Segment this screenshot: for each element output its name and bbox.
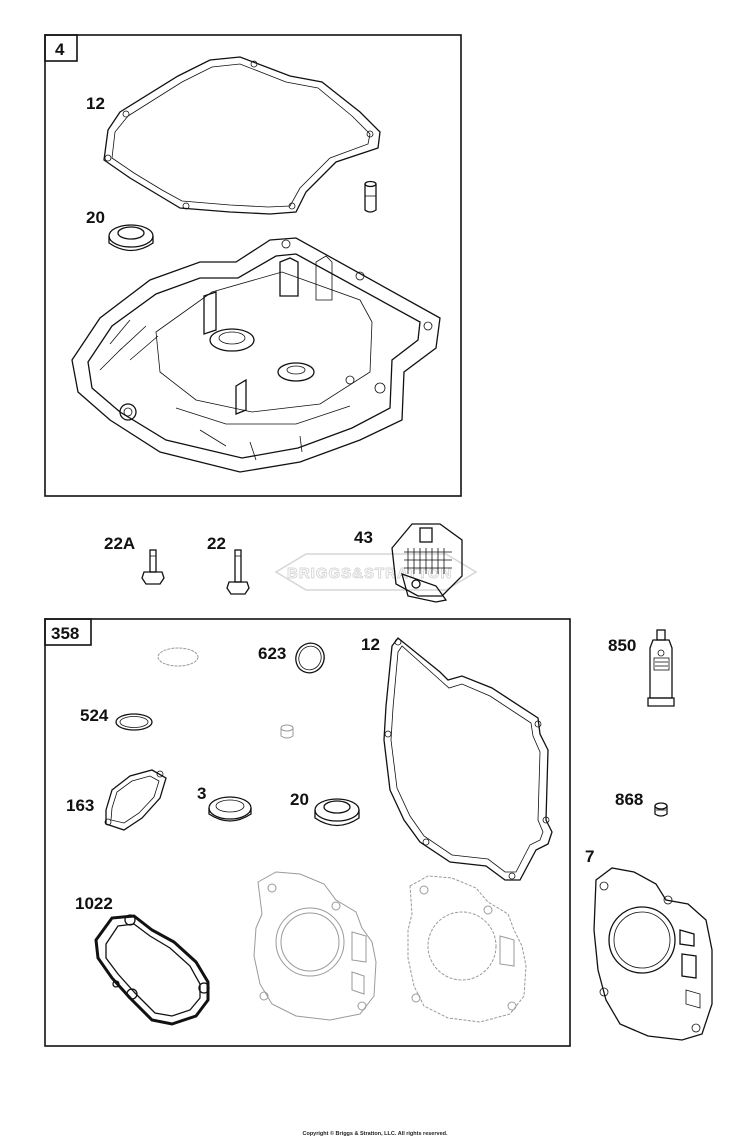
briggs-stratton-watermark: BRIGGS&STRATTON (274, 553, 478, 591)
seal-ring-524[interactable] (115, 713, 153, 731)
group-358-tag: 358 (51, 624, 79, 643)
copyright-notice: Copyright © Briggs & Stratton, LLC. All … (302, 1131, 448, 1137)
governor-assembly-43[interactable] (391, 523, 463, 603)
part-label-43: 43 (354, 528, 373, 547)
oil-seal-20-top[interactable] (108, 224, 154, 252)
sealant-tube-850[interactable] (647, 629, 675, 707)
part-label-12-top: 12 (86, 94, 105, 113)
group-358-frame (44, 618, 571, 1047)
head-gasket-7[interactable] (593, 867, 713, 1041)
oil-seal-20-kit[interactable] (314, 798, 360, 827)
crankcase-cover[interactable] (71, 237, 441, 473)
part-label-20-top: 20 (86, 208, 105, 227)
bolt-22[interactable] (226, 549, 250, 595)
part-label-22A: 22A (104, 534, 135, 553)
part-label-12-kit: 12 (361, 635, 380, 654)
small-plug-faint[interactable] (280, 724, 294, 739)
part-label-20-kit: 20 (290, 790, 309, 809)
head-gasket-faint-left[interactable] (253, 871, 377, 1021)
group-4-tag-box (44, 34, 78, 62)
gasket-12-kit[interactable] (383, 637, 553, 881)
head-gasket-faint-right[interactable] (407, 875, 527, 1023)
dowel-pin[interactable] (364, 180, 377, 213)
part-label-3: 3 (197, 784, 206, 803)
part-label-524: 524 (80, 706, 109, 725)
part-label-1022: 1022 (75, 894, 113, 913)
seal-3[interactable] (208, 796, 252, 822)
group-4-frame (44, 34, 462, 497)
group-4-tag: 4 (55, 40, 65, 59)
part-label-7: 7 (585, 847, 594, 866)
bolt-22A[interactable] (141, 549, 165, 585)
part-label-163: 163 (66, 796, 94, 815)
plug-868[interactable] (654, 802, 668, 817)
part-label-22: 22 (207, 534, 226, 553)
part-label-623: 623 (258, 644, 286, 663)
o-ring-623[interactable] (291, 638, 329, 677)
part-label-868: 868 (615, 790, 643, 809)
o-ring-faint[interactable] (157, 647, 199, 667)
svg-text:BRIGGS&STRATTON: BRIGGS&STRATTON (287, 565, 452, 582)
group-358-tag-box (44, 618, 92, 646)
gasket-1022[interactable] (94, 914, 210, 1026)
gasket-163[interactable] (104, 769, 167, 831)
part-label-850: 850 (608, 636, 636, 655)
gasket-12-top[interactable] (103, 56, 381, 215)
